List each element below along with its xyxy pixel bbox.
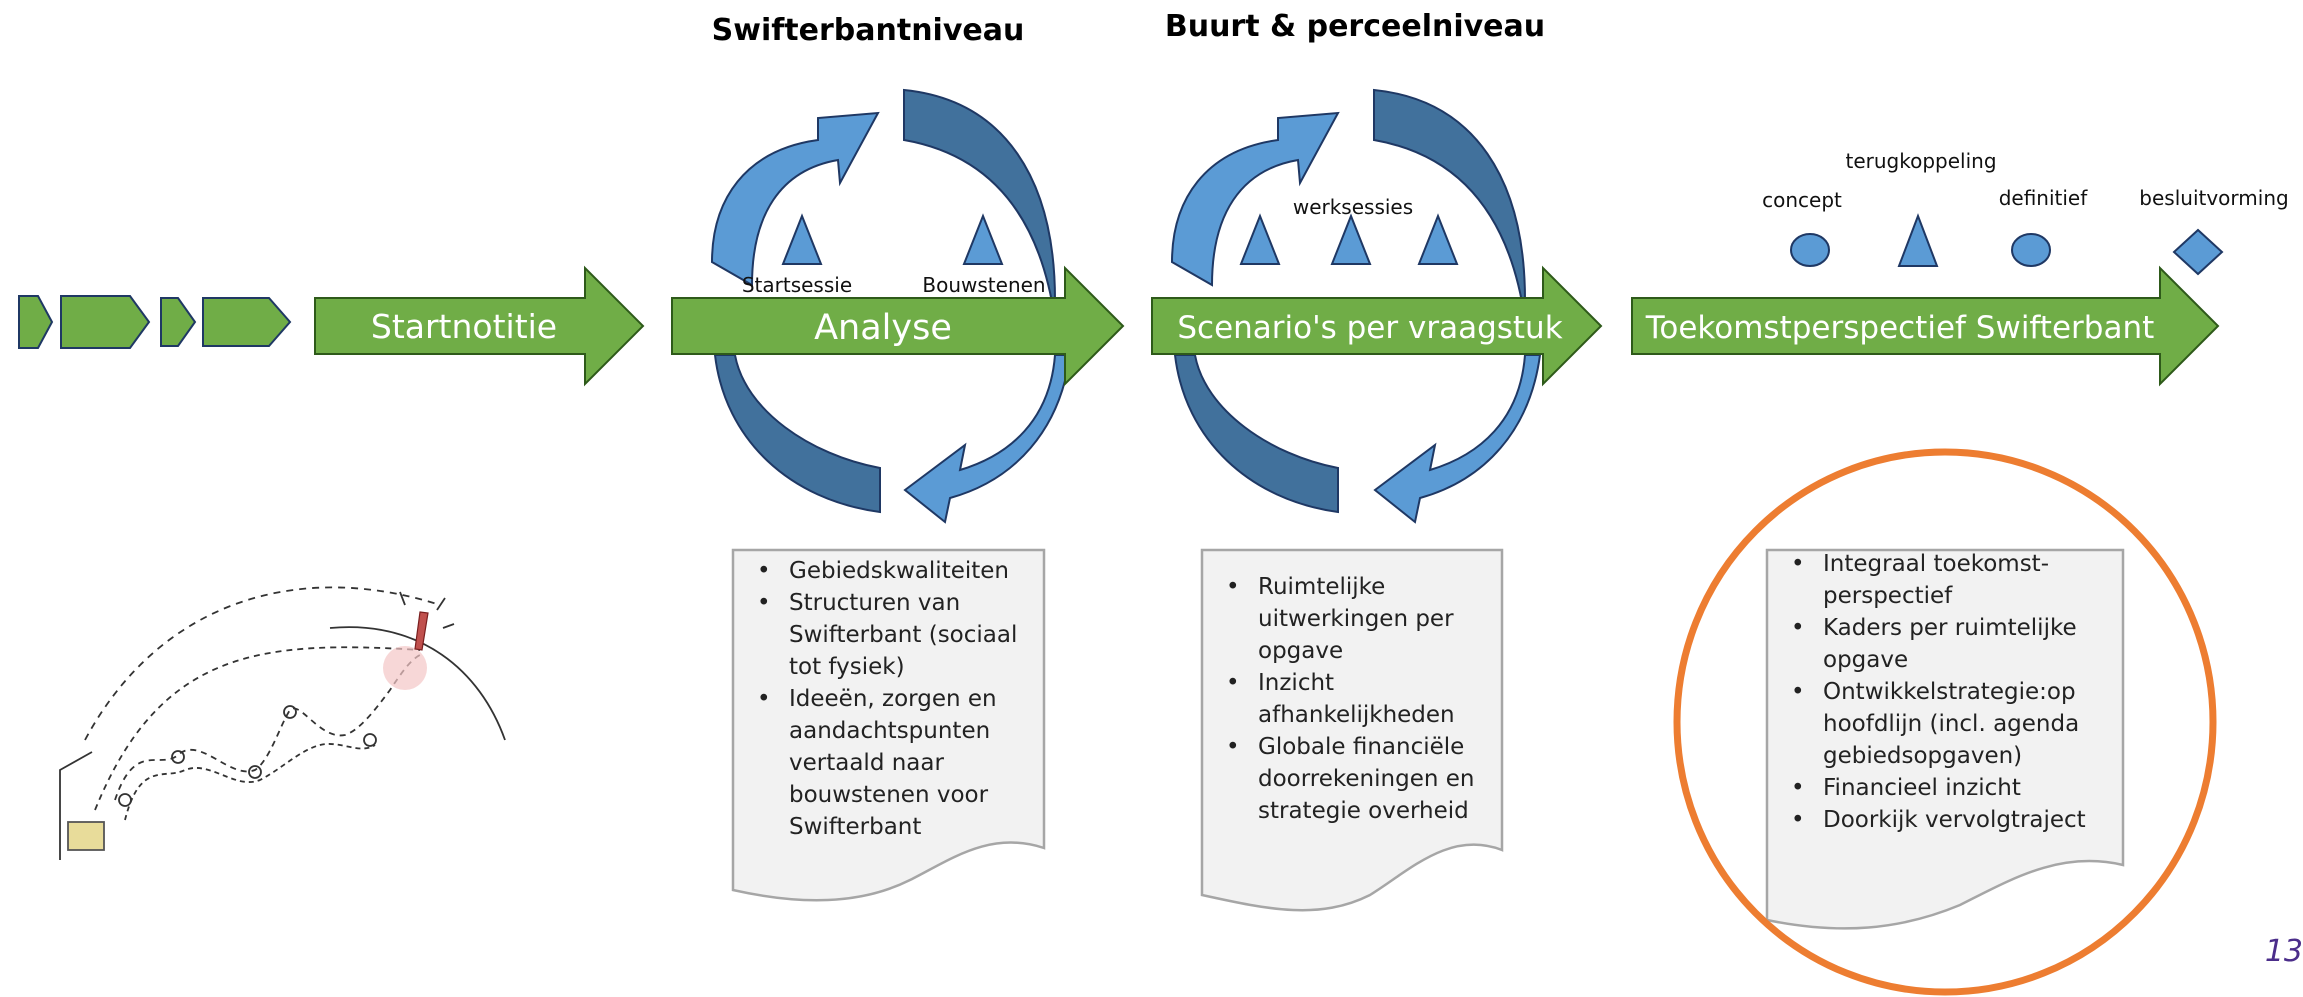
list-item: Ontwikkelstrategie:op hoofdlijn (incl. a…: [1791, 676, 2097, 772]
triangle-milestone: [1239, 213, 1281, 265]
chevron-4: [202, 297, 292, 347]
journey-sketch-illustration: [59, 586, 506, 860]
sketch-node: [248, 765, 262, 779]
sketch-node: [283, 705, 297, 719]
sketch-node: [363, 733, 377, 747]
list-item: Globale financiële doorrekeningen en str…: [1226, 731, 1487, 827]
phase-label-analyse: Analyse: [814, 308, 952, 348]
chevron-2: [60, 295, 151, 349]
label-bouwstenen: Bouwstenen: [922, 273, 1045, 297]
cycle-arrow-bottom-left: [1173, 354, 1339, 514]
sketch-long-arc: [84, 586, 441, 741]
ellipse-definitief: [2011, 233, 2051, 267]
label-terugkoppeling: terugkoppeling: [1845, 149, 1996, 173]
analyse-milestones: Startsessie Bouwstenen: [742, 213, 1046, 297]
doc-scenarios: Ruimtelijke uitwerkingen per opgave Inzi…: [1202, 571, 1487, 827]
arrow-analyse: [671, 265, 1125, 387]
arrow-startnotitie: [314, 265, 645, 387]
list-item: Financieel inzicht: [1791, 772, 2097, 804]
sketch-curve: [329, 626, 506, 741]
sketch-path: [124, 743, 376, 821]
phase-arrows: [314, 265, 2220, 387]
sketch-exclamation: [414, 611, 429, 651]
sketch-flag-pole: [59, 751, 93, 860]
doc-toekomst-list: Integraal toekomst-perspectief Kaders pe…: [1767, 548, 2097, 836]
sketch-node: [171, 750, 185, 764]
label-concept: concept: [1762, 188, 1842, 212]
sketch-rays: [399, 591, 455, 629]
list-item: Kaders per ruimtelijke opgave: [1791, 612, 2097, 676]
triangle-terugkoppeling: [1897, 213, 1939, 267]
triangle-milestone: [1330, 213, 1372, 265]
sketch-glow: [383, 646, 427, 690]
list-item: Integraal toekomst-perspectief: [1791, 548, 2097, 612]
scenario-milestones: werksessies: [1239, 195, 1459, 265]
phase-label-toekomst: Toekomstperspectief Swifterbant: [1645, 310, 2155, 346]
list-item: Ideeën, zorgen en aandachtspunten vertaa…: [757, 683, 1033, 843]
highlight-circle: [1673, 448, 2217, 996]
doc-scenarios-list: Ruimtelijke uitwerkingen per opgave Inzi…: [1202, 571, 1487, 827]
label-werksessies: werksessies: [1293, 195, 1413, 219]
page-number: 13: [2264, 934, 2303, 969]
phase-label-scenarios: Scenario's per vraagstuk: [1177, 310, 1562, 346]
sketch-box: [67, 821, 105, 851]
sketch-node: [118, 793, 132, 807]
triangle-milestone: [781, 213, 823, 265]
analyse-cycle: [710, 88, 1072, 524]
list-item: Structuren van Swifterbant (sociaal tot …: [757, 587, 1033, 683]
cycle-arrow-top-left: [1170, 111, 1340, 287]
arrow-scenarios: [1151, 265, 1603, 387]
doc-analyse: Gebiedskwaliteiten Structuren van Swifte…: [733, 555, 1033, 843]
sketch-path: [114, 654, 421, 801]
chevron-3: [160, 297, 197, 347]
doc-analyse-list: Gebiedskwaliteiten Structuren van Swifte…: [733, 555, 1033, 843]
diamond-besluitvorming: [2172, 228, 2224, 276]
list-item: Inzicht afhankelijkheden: [1226, 667, 1487, 731]
toekomst-milestones: concept terugkoppeling definitief beslui…: [1762, 149, 2289, 276]
list-item: Doorkijk vervolgtraject: [1791, 804, 2097, 836]
scenarios-cycle: [1170, 88, 1542, 524]
cycle-arrow-top-left: [710, 111, 880, 287]
cycle-arrow-bottom-right: [903, 354, 1072, 524]
label-definitief: definitief: [1999, 186, 2089, 210]
cycle-arrow-bottom-left: [713, 354, 881, 514]
list-item: Ruimtelijke uitwerkingen per opgave: [1226, 571, 1487, 667]
sketch-path: [94, 646, 421, 811]
list-item: Gebiedskwaliteiten: [757, 555, 1033, 587]
header-buurt-level: Buurt & perceelniveau: [1165, 9, 1545, 44]
label-startsessie: Startsessie: [742, 273, 852, 297]
phase-label-startnotitie: Startnotitie: [371, 307, 557, 346]
arrow-toekomst: [1631, 265, 2220, 387]
label-besluitvorming: besluitvorming: [2139, 186, 2288, 210]
start-chevrons: [18, 295, 292, 349]
triangle-milestone: [1417, 213, 1459, 265]
ellipse-concept: [1790, 233, 1830, 267]
chevron-1: [18, 295, 54, 349]
header-swifterbant-level: Swifterbantniveau: [712, 13, 1025, 48]
doc-toekomst: Integraal toekomst-perspectief Kaders pe…: [1767, 548, 2097, 836]
cycle-arrow-bottom-right: [1373, 354, 1542, 524]
triangle-milestone: [962, 213, 1004, 265]
